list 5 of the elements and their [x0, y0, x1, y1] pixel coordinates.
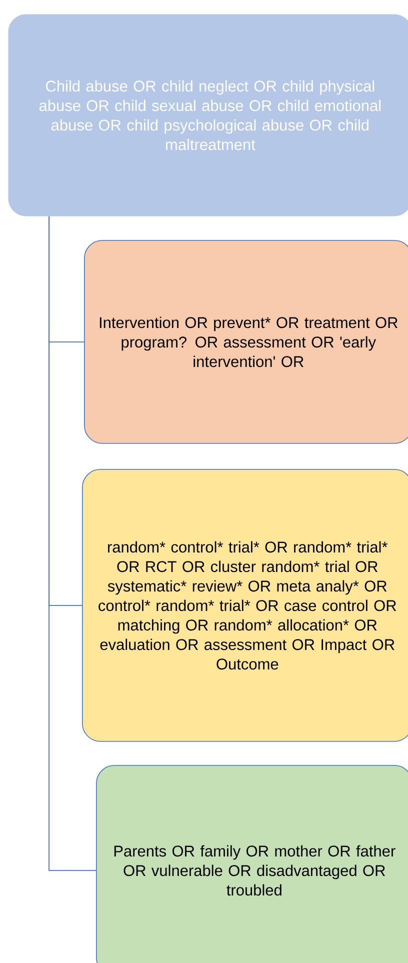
concept-box: Intervention OR prevent* OR treatment OR program? OR assessment OR 'early intervention' OR	[84, 240, 408, 444]
concept-box: Parents OR family OR mother OR father OR vulnerable OR disadvantaged OR troubled	[96, 765, 408, 963]
concept-box: random* control* trial* OR random* trial* OR RCT OR cluster random* trial OR systematic* review* OR meta analy* OR control* random* trial* OR case control OR matching OR random* allocation* OR evaluation OR assessment OR Impact OR Outcome	[82, 469, 408, 742]
connector-line	[48, 216, 96, 871]
topic-box: Child abuse OR child neglect OR child physical abuse OR child sexual abuse OR child emotional abuse OR child psychological abuse OR child maltreatment	[8, 14, 408, 216]
